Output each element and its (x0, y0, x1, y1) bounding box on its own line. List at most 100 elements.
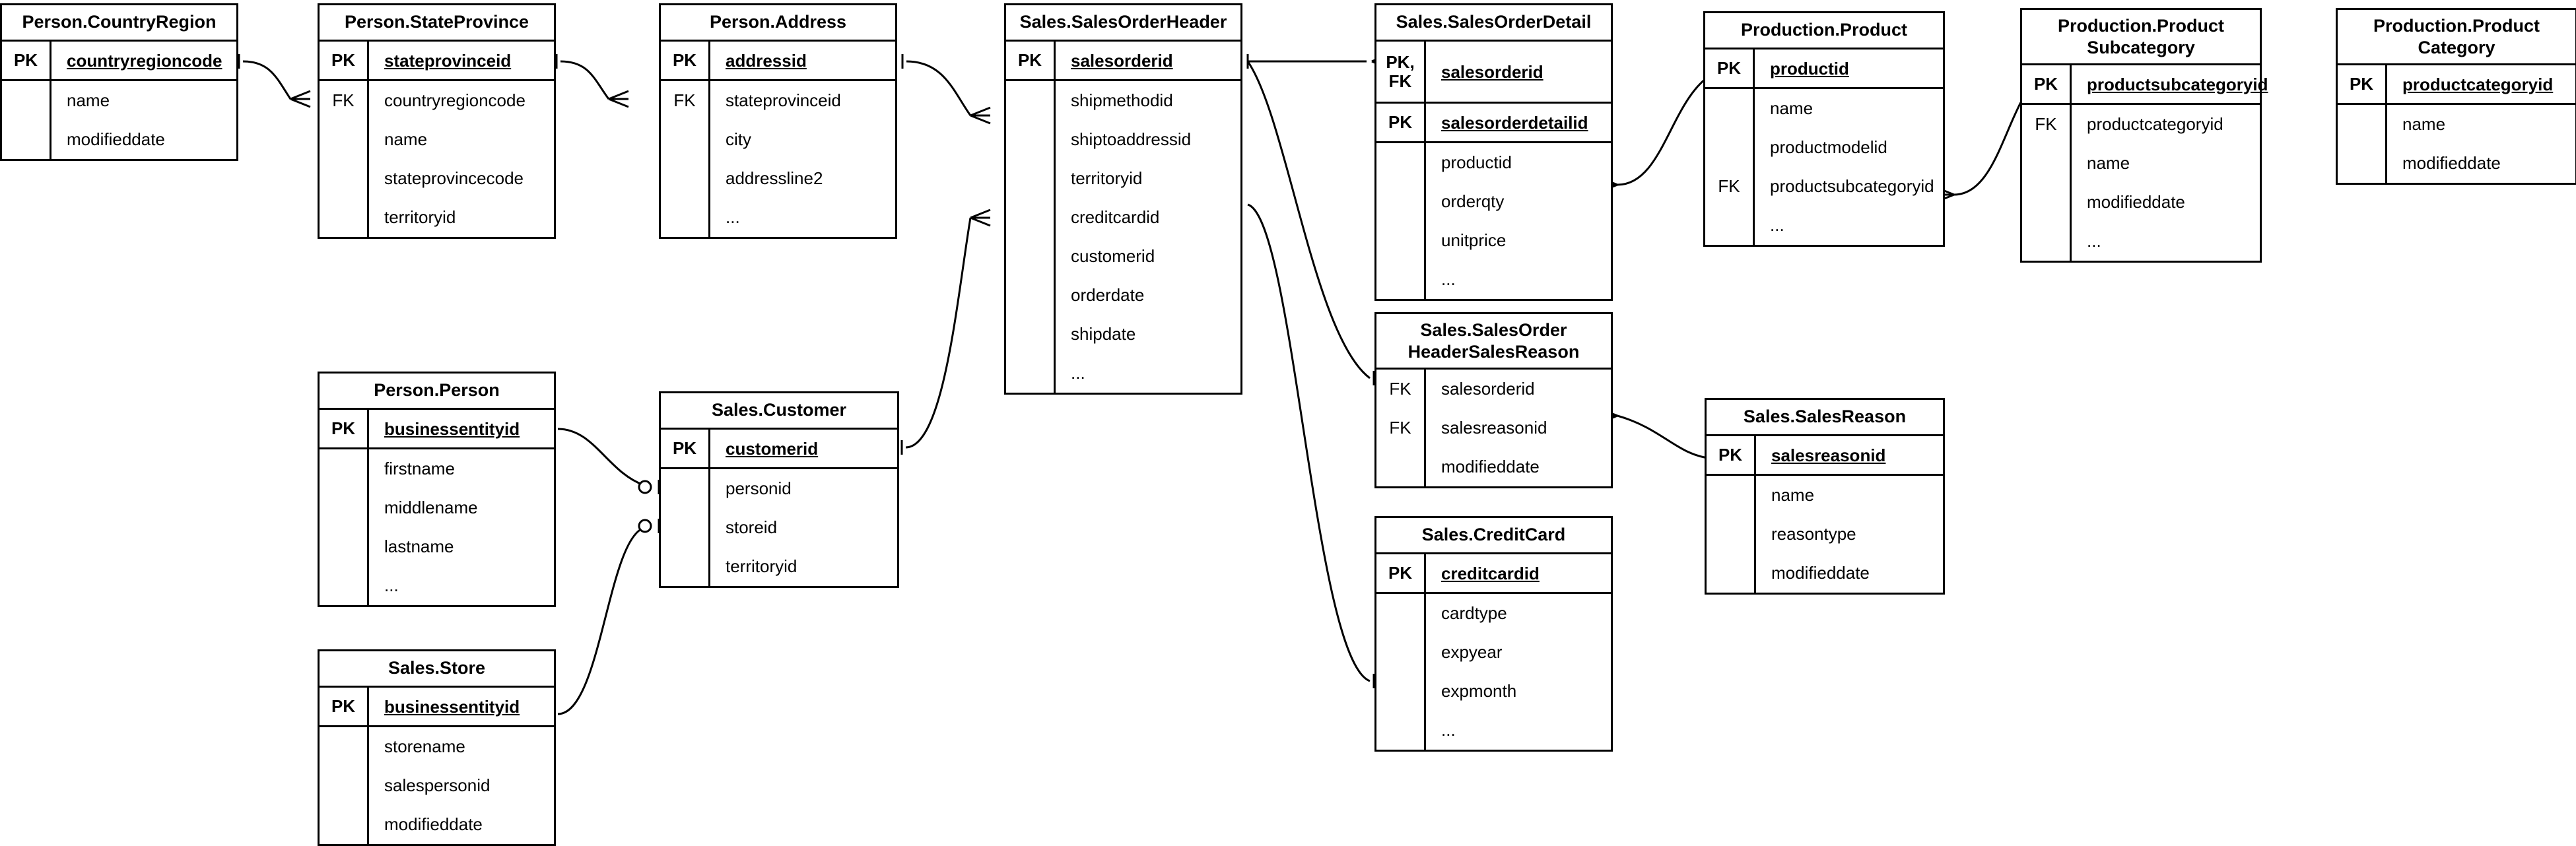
entity-title: Person.CountryRegion (2, 5, 236, 42)
link-salesorderheader-ohsr (1246, 61, 1371, 379)
key-column (320, 727, 369, 844)
key-badge: PK (320, 42, 369, 79)
attribute-name: creditcardid (1441, 563, 1540, 583)
attribute-name: countryregioncode (67, 50, 222, 71)
key-badge: PK (661, 430, 710, 467)
key-column (1376, 594, 1426, 750)
link-salesorderheader-creditcard (1247, 203, 1371, 682)
attribute-name: orderqty (1441, 191, 1505, 211)
key-badge: PK (320, 410, 369, 447)
key-badge (2338, 144, 2385, 183)
attribute-name: territoryid (726, 556, 797, 576)
key-badge (320, 527, 367, 566)
name-column: personid storeid territoryid (710, 469, 897, 586)
link-countryregion-stateprovince (242, 60, 292, 100)
key-badge (2022, 183, 2070, 222)
key-badge (320, 727, 367, 766)
key-badge: FK (673, 90, 696, 110)
key-badge (1006, 81, 1054, 120)
attribute-name: shipmethodid (1071, 90, 1173, 110)
key-badge (320, 449, 367, 488)
entity-title: Sales.SalesOrderDetail (1376, 5, 1611, 42)
attribute-name: storeid (726, 517, 778, 537)
key-badge: FK (1389, 379, 1411, 399)
link-stateprovince-address (560, 60, 610, 100)
key-badge: PK (320, 688, 369, 725)
attribute-name: customerid (726, 438, 819, 459)
attribute-name: modifieddate (67, 129, 165, 149)
attribute-name: salesorderid (1071, 50, 1173, 71)
key-badge (320, 198, 367, 237)
key-badge (320, 566, 367, 605)
entity-title: Sales.Store (320, 651, 554, 688)
attribute-name: city (726, 129, 751, 149)
key-badge (661, 469, 708, 508)
attribute-name: ... (1071, 363, 1085, 383)
attribute-name: ... (2087, 231, 2101, 251)
key-badge (320, 120, 367, 159)
key-badge (1376, 594, 1424, 633)
attribute-name: ... (726, 207, 740, 227)
key-badge (1376, 711, 1424, 750)
key-column (1006, 81, 1056, 393)
key-column: FK (2022, 105, 2072, 261)
attribute-name: countryregioncode (384, 90, 525, 110)
key-badge: FK (2035, 114, 2057, 134)
attribute-name: personid (726, 478, 792, 498)
attribute-name: productsubcategoryid (1770, 176, 1934, 196)
attribute-name: ... (1770, 215, 1784, 235)
key-badge: PK (2338, 65, 2387, 103)
key-column: FK (320, 81, 369, 237)
entity-title: Sales.CreditCard (1376, 518, 1611, 554)
attribute-name: businessentityid (384, 418, 520, 439)
key-badge (1705, 128, 1753, 167)
key-badge: PK (1707, 436, 1756, 474)
key-badge (320, 159, 367, 198)
attribute-name: ... (1441, 269, 1456, 289)
entity-title: Sales.SalesReason (1707, 400, 1943, 436)
attribute-name: salesorderid (1441, 379, 1535, 399)
key-badge (1705, 206, 1753, 245)
key-column: FK (661, 81, 710, 237)
attribute-name: modifieddate (1771, 563, 1870, 583)
link-address-salesorderheader (906, 60, 972, 116)
attribute-name: shiptoaddressid (1071, 129, 1192, 149)
attribute-name: modifieddate (2402, 153, 2501, 173)
key-badge (2338, 105, 2385, 144)
key-badge (320, 488, 367, 527)
key-badge (1006, 198, 1054, 237)
entity-title: Production.Product (1705, 13, 1943, 49)
pk-attribute-row: PK businessentityid (320, 410, 554, 449)
